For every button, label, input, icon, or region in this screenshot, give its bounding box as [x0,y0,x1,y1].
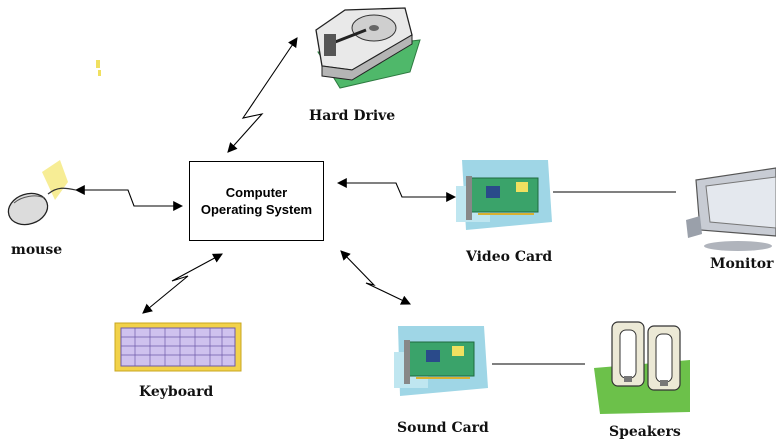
computer-os-node: Computer Operating System [189,161,324,241]
hard-drive-icon [315,7,421,89]
label-monitor: Monitor [710,256,774,272]
center-title-line1: Computer [225,185,288,200]
sound-card-icon [394,326,488,396]
monitor-icon [686,167,776,251]
mouse-icon [7,60,101,226]
label-hard-drive: Hard Drive [309,108,396,124]
label-video-card: Video Card [466,249,553,265]
label-speakers: Speakers [609,424,681,440]
connectors [74,37,676,365]
keyboard-icon [114,322,242,372]
label-keyboard: Keyboard [139,384,214,400]
connector-keyboard [142,253,223,314]
video-card-icon [456,160,552,230]
connector-video-card [336,178,457,202]
label-sound-card: Sound Card [397,420,489,436]
center-title-line2: Operating System [200,202,313,217]
connector-hard-drive [227,37,298,153]
speakers-icon [594,321,690,414]
label-mouse: mouse [11,242,63,258]
connector-sound-card [340,250,411,305]
connector-mouse [74,185,184,211]
